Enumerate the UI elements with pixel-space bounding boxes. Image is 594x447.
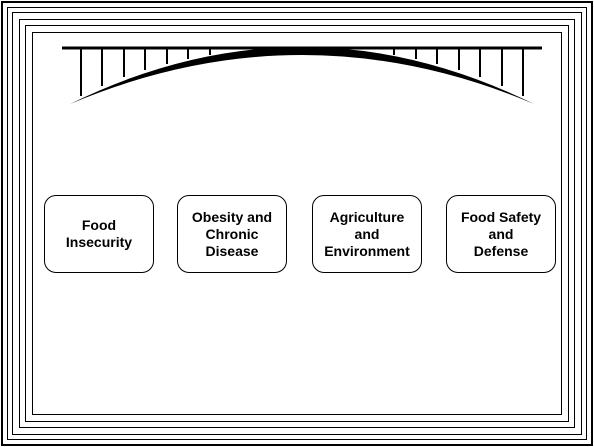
pillar-label: Food Safety and Defense (460, 208, 542, 259)
pillar-label: Food Insecurity (65, 217, 133, 250)
border-line-4 (19, 19, 575, 428)
pillar-food-safety-defense: Food Safety and Defense (446, 195, 556, 273)
pillar-obesity-chronic-disease: Obesity and Chronic Disease (177, 195, 287, 273)
pillar-label: Obesity and Chronic Disease (191, 208, 273, 259)
border-line-3 (12, 12, 582, 435)
bridge-hangers (80, 48, 524, 96)
inner-border (32, 32, 562, 415)
pillar-label: Agriculture and Environment (324, 208, 410, 259)
pillar-agriculture-environment: Agriculture and Environment (312, 195, 422, 273)
bridge-arch (70, 47, 534, 104)
pillar-food-insecurity: Food Insecurity (44, 195, 154, 273)
border-line-2 (7, 7, 587, 440)
border-line-5 (25, 25, 569, 422)
